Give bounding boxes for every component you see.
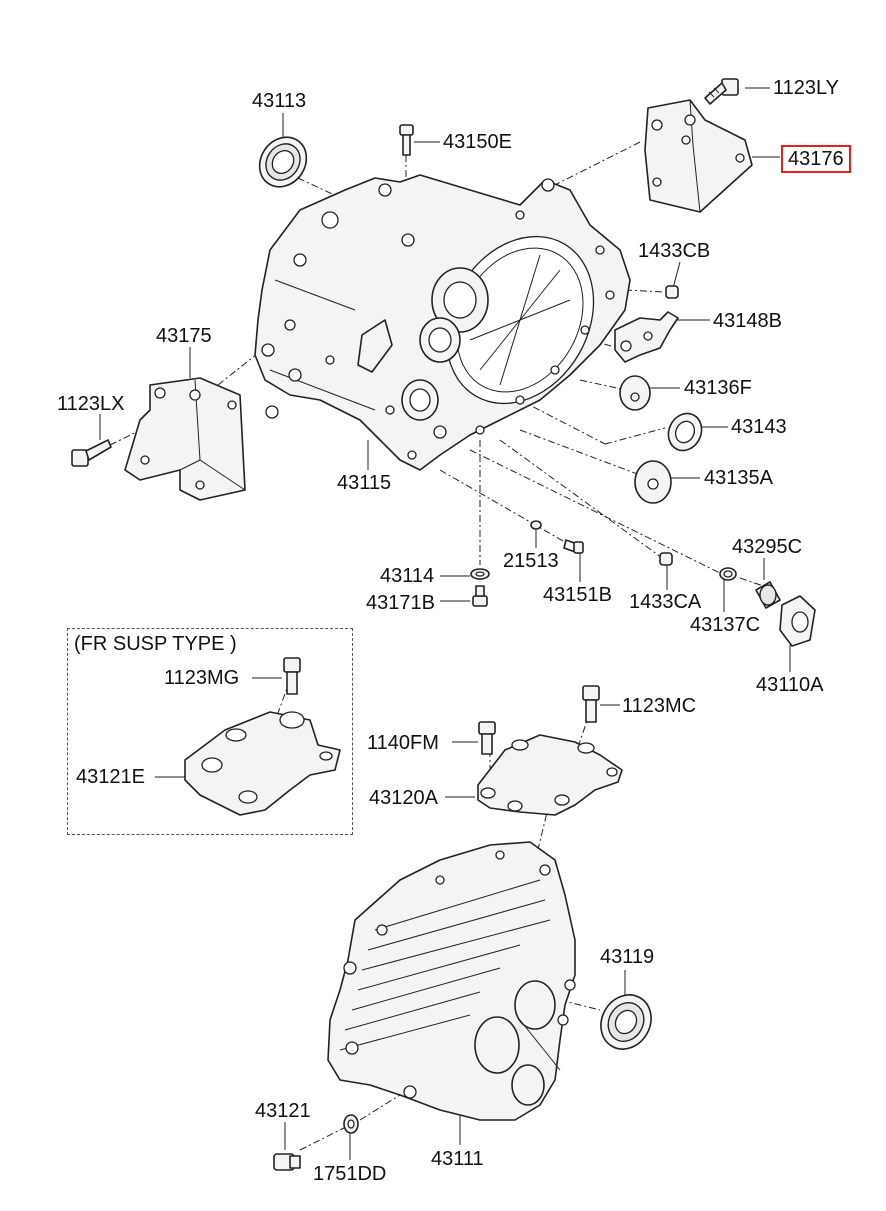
washer-43114: [470, 568, 490, 580]
label-43110A[interactable]: 43110A: [756, 674, 824, 696]
label-1140FM[interactable]: 1140FM: [367, 732, 439, 754]
bolt-1123LY: [704, 78, 739, 105]
bolt-1123MG: [283, 657, 301, 695]
label-1433CB[interactable]: 1433CB: [638, 240, 711, 262]
label-43148B[interactable]: 43148B: [713, 310, 782, 332]
label-43114[interactable]: 43114: [380, 565, 435, 587]
label-43176[interactable]: 43176: [781, 145, 851, 173]
label-43137C[interactable]: 43137C: [690, 614, 761, 636]
ring-21513: [530, 520, 542, 530]
bracket-43176: [644, 99, 753, 213]
bolt-1123LX: [71, 439, 112, 467]
plate-43136F: [619, 375, 651, 411]
pin-1433CA: [659, 552, 673, 566]
label-43119[interactable]: 43119: [600, 946, 655, 968]
label-43120A[interactable]: 43120A: [369, 787, 438, 809]
label-43121E[interactable]: 43121E: [76, 766, 145, 788]
bolt-43151B: [563, 539, 584, 554]
ring-43137C: [719, 567, 737, 581]
pin-1433CB: [665, 285, 679, 299]
label-1123MC[interactable]: 1123MC: [622, 695, 697, 717]
plug-43171B: [472, 585, 488, 607]
label-43150E[interactable]: 43150E: [443, 131, 512, 153]
label-43295C[interactable]: 43295C: [732, 536, 803, 558]
fr-susp-type-title: (FR SUSP TYPE ): [74, 633, 237, 655]
gasket-1751DD: [343, 1114, 359, 1134]
plate-43135A: [634, 460, 672, 504]
clutch-housing-43115: [254, 174, 631, 471]
label-43111[interactable]: 43111: [431, 1148, 484, 1170]
label-21513[interactable]: 21513: [503, 550, 559, 572]
fr-susp-type-box: [67, 628, 353, 835]
mount-43121E: [184, 711, 341, 816]
bracket-43148B: [614, 311, 679, 363]
bracket-43175: [124, 377, 246, 501]
bearing-43295C: [755, 581, 781, 609]
label-43115[interactable]: 43115: [337, 472, 392, 494]
label-1751DD[interactable]: 1751DD: [313, 1163, 387, 1185]
label-1123LY[interactable]: 1123LY: [773, 77, 839, 99]
label-43135A[interactable]: 43135A: [704, 467, 773, 489]
label-43113[interactable]: 43113: [252, 90, 307, 112]
plug-43121: [273, 1153, 301, 1171]
mount-43120A: [477, 734, 623, 816]
label-43121[interactable]: 43121: [255, 1100, 311, 1122]
label-43136F[interactable]: 43136F: [684, 377, 752, 399]
bolt-1140FM: [478, 721, 496, 755]
label-1433CA[interactable]: 1433CA: [629, 591, 702, 613]
label-43143[interactable]: 43143: [731, 416, 787, 438]
seal-43113: [258, 136, 308, 188]
transmission-case-43111: [327, 841, 576, 1121]
label-43151B[interactable]: 43151B: [543, 584, 612, 606]
seal-43119: [600, 994, 652, 1050]
bushing-43110A: [779, 595, 816, 647]
label-43175[interactable]: 43175: [156, 325, 212, 347]
label-43171B[interactable]: 43171B: [366, 592, 435, 614]
label-1123LX[interactable]: 1123LX: [57, 393, 125, 415]
seal-43143: [667, 412, 703, 452]
label-1123MG[interactable]: 1123MG: [164, 667, 240, 689]
bolt-1123MC: [582, 685, 600, 723]
bolt-43150E: [399, 124, 414, 156]
